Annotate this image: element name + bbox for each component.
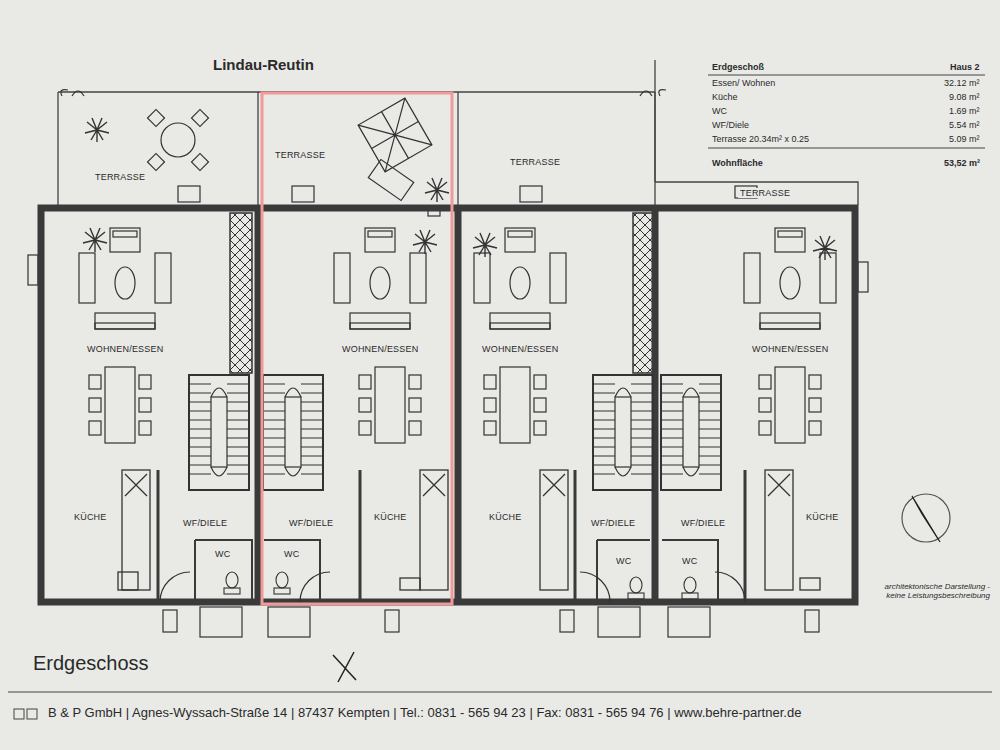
floor-caption: Erdgeschoss	[33, 652, 149, 675]
plan-title: Lindau-Reutin	[213, 56, 314, 73]
room-label: TERRASSE	[273, 150, 327, 160]
toilet	[224, 572, 698, 599]
room-label: WC	[614, 556, 633, 566]
footer-address: B & P GmbH | Agnes-Wyssach-Straße 14 | 8…	[48, 706, 801, 721]
table-cell: 53,52 m²	[944, 158, 980, 168]
room-label: TERRASSE	[738, 188, 792, 198]
room-label: KÜCHE	[72, 512, 109, 522]
table-header: Erdgeschoß	[712, 62, 764, 72]
terrace-outline	[58, 60, 858, 205]
table-cell: 9.08 m²	[949, 92, 980, 102]
room-label: KÜCHE	[487, 512, 524, 522]
table-cell: WF/Diele	[712, 120, 749, 130]
room-label: WF/DIELE	[589, 518, 637, 528]
table-cell: Wohnfläche	[712, 158, 763, 168]
cross-mark	[333, 652, 356, 682]
room-label: WF/DIELE	[287, 518, 335, 528]
room-label: KÜCHE	[804, 512, 841, 522]
windows	[28, 186, 868, 292]
room-label: WOHNEN/ESSEN	[750, 344, 830, 354]
table-cell: Essen/ Wohnen	[712, 78, 775, 88]
terrace-furniture	[61, 90, 666, 202]
hatched-shaft	[230, 213, 653, 373]
room-label: WOHNEN/ESSEN	[340, 344, 420, 354]
furniture	[79, 228, 837, 443]
area-table-lines	[708, 75, 985, 148]
table-cell: 32.12 m²	[944, 78, 980, 88]
table-cell: WC	[712, 106, 727, 116]
selection-outline	[262, 93, 452, 604]
room-label: WOHNEN/ESSEN	[85, 344, 165, 354]
staircase	[189, 375, 721, 490]
room-label: WC	[213, 549, 232, 559]
kitchen-counter	[118, 470, 820, 590]
room-label: TERRASSE	[93, 172, 147, 182]
table-cell: 5.09 m²	[949, 134, 980, 144]
table-cell: Terrasse 20.34m² x 0.25	[712, 134, 809, 144]
room-label: WF/DIELE	[679, 518, 727, 528]
room-label: WC	[680, 556, 699, 566]
table-header: Haus 2	[950, 62, 980, 72]
room-label: KÜCHE	[372, 512, 409, 522]
disclaimer-note: architektonische Darstellung - keine Lei…	[868, 582, 990, 600]
table-cell: 1.69 m²	[949, 106, 980, 116]
entrance-steps	[160, 572, 819, 637]
room-label: WOHNEN/ESSEN	[480, 344, 560, 354]
room-label: TERRASSE	[508, 157, 562, 167]
table-cell: 5.54 m²	[949, 120, 980, 130]
room-label: WF/DIELE	[181, 518, 229, 528]
walls	[41, 205, 855, 605]
table-cell: Küche	[712, 92, 738, 102]
north-arrow	[902, 494, 950, 542]
room-label: WC	[282, 549, 301, 559]
